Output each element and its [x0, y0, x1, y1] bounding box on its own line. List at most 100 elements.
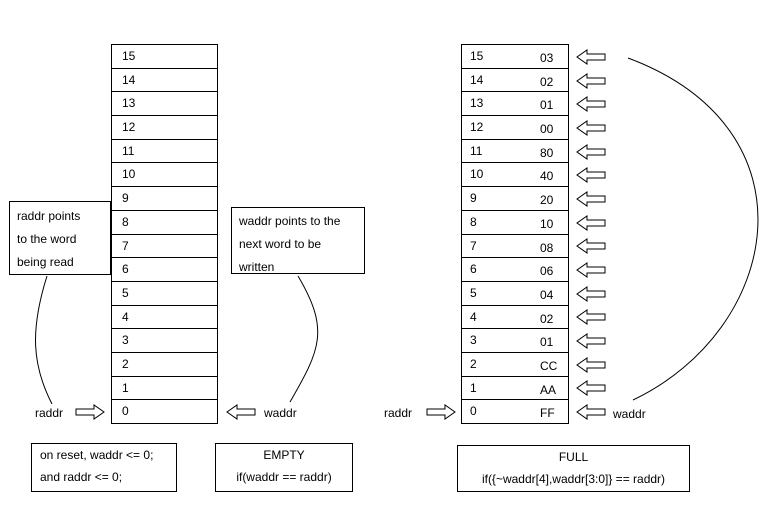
row-address: 8	[122, 215, 129, 229]
row-value: 20	[540, 193, 554, 207]
write-pointer-arrow	[576, 144, 606, 160]
row-address: 2	[470, 357, 477, 371]
write-pointer-arrow	[576, 215, 606, 231]
row-address: 7	[470, 239, 477, 253]
waddr-note-box: waddr points to the next word to be writ…	[231, 207, 365, 274]
memory-row: 7	[111, 234, 218, 258]
row-address: 10	[122, 167, 136, 181]
row-value: CC	[540, 359, 558, 373]
row-value: AA	[540, 383, 557, 397]
write-pointer-arrow	[576, 404, 606, 420]
row-address: 4	[122, 310, 129, 324]
memory-row: 13	[111, 91, 218, 116]
memory-row: 4 02	[461, 305, 569, 329]
row-address: 1	[470, 381, 477, 395]
memory-row: 9	[111, 186, 218, 211]
row-value: 08	[540, 241, 554, 255]
memory-row: 10	[111, 162, 218, 187]
waddr-label-left: waddr	[264, 406, 297, 420]
row-value: 02	[540, 75, 554, 89]
raddr-arrow-right	[426, 404, 456, 420]
raddr-label-right: raddr	[384, 406, 413, 420]
memory-row: 11	[111, 139, 218, 163]
row-value: 40	[540, 169, 554, 183]
row-address: 14	[122, 73, 136, 87]
memory-row: 0	[111, 399, 218, 424]
row-address: 2	[122, 357, 129, 371]
row-address: 8	[470, 215, 477, 229]
waddr-note-line: next word to be	[239, 237, 322, 251]
write-pointer-arrow	[576, 262, 606, 278]
raddr-note-box: raddr points to the word being read	[9, 201, 111, 275]
write-pointer-arrow	[576, 49, 606, 65]
row-address: 10	[470, 167, 484, 181]
row-address: 11	[470, 144, 483, 158]
write-pointer-arrow	[576, 380, 606, 396]
row-address: 15	[470, 49, 484, 63]
memory-row: 8 10	[461, 210, 569, 235]
empty-condition: if(waddr == raddr)	[236, 470, 332, 484]
write-pointer-arrow	[576, 96, 606, 112]
memory-row: 3 01	[461, 328, 569, 353]
waddr-note-line: written	[239, 260, 275, 274]
memory-row: 15	[111, 44, 218, 69]
write-pointer-arrow	[576, 167, 606, 183]
row-address: 1	[122, 381, 129, 395]
row-value: 03	[540, 51, 554, 65]
memory-row: 5 04	[461, 281, 569, 306]
row-value: 06	[540, 264, 554, 278]
waddr-arrow-left	[226, 404, 256, 420]
row-address: 4	[470, 310, 477, 324]
raddr-note-connector	[35, 275, 53, 405]
memory-row: 0 FF	[461, 399, 569, 424]
write-pointer-arrow	[576, 309, 606, 325]
full-condition: if({~waddr[4],waddr[3:0]} == raddr)	[481, 472, 666, 486]
row-address: 15	[122, 49, 136, 63]
row-address: 0	[470, 404, 477, 418]
row-value: 10	[540, 217, 554, 231]
full-title: FULL	[558, 450, 589, 464]
row-address: 12	[122, 120, 136, 134]
reset-box: on reset, waddr <= 0; and raddr <= 0;	[31, 443, 177, 492]
memory-row: 5	[111, 281, 218, 306]
row-address: 3	[470, 333, 477, 347]
write-pointer-arrow	[576, 286, 606, 302]
waddr-label-right: waddr	[613, 407, 646, 421]
empty-condition-box: EMPTY if(waddr == raddr)	[215, 443, 353, 492]
write-pointer-arrow	[576, 120, 606, 136]
row-value: 04	[540, 288, 554, 302]
memory-row: 10 40	[461, 162, 569, 187]
write-pointer-arrow	[576, 238, 606, 254]
full-condition-box: FULL if({~waddr[4],waddr[3:0]} == raddr)	[457, 445, 690, 492]
write-pointer-arrow	[576, 333, 606, 349]
raddr-label-left: raddr	[35, 406, 64, 420]
reset-line: and raddr <= 0;	[40, 470, 123, 484]
row-address: 6	[122, 262, 129, 276]
raddr-note-line: being read	[17, 255, 74, 269]
write-pointer-arrow	[576, 357, 606, 373]
row-value: FF	[540, 406, 555, 420]
row-address: 7	[122, 239, 129, 253]
row-address: 9	[470, 191, 477, 205]
memory-row: 2 CC	[461, 352, 569, 377]
row-value: 02	[540, 312, 554, 326]
raddr-note-line: raddr points	[17, 209, 81, 223]
row-value: 01	[540, 335, 554, 349]
write-pointer-arrow	[576, 73, 606, 89]
row-address: 9	[122, 191, 129, 205]
wraparound-arc	[627, 57, 759, 401]
row-value: 80	[540, 146, 554, 160]
raddr-note-line: to the word	[17, 232, 77, 246]
row-address: 14	[470, 73, 484, 87]
raddr-arrow-left	[75, 404, 105, 420]
waddr-note-line: waddr points to the	[239, 214, 341, 228]
row-address: 5	[122, 286, 129, 300]
waddr-note-connector	[289, 275, 319, 403]
write-pointer-arrow	[576, 191, 606, 207]
row-value: 01	[540, 98, 554, 112]
row-address: 5	[470, 286, 477, 300]
memory-row: 14 02	[461, 68, 569, 92]
reset-line: on reset, waddr <= 0;	[40, 448, 154, 462]
